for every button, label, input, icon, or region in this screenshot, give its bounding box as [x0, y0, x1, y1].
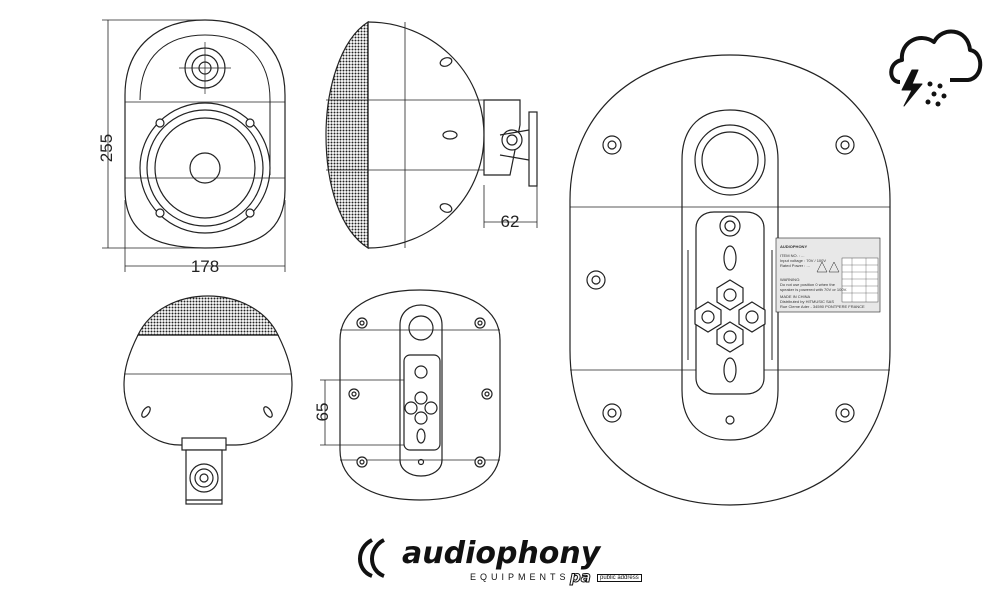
side-view-body — [367, 21, 485, 249]
rear-large-recess — [681, 109, 779, 441]
brand-pa-mark: pa — [570, 568, 592, 587]
brand-pa-subtitle: public address — [597, 574, 642, 582]
side-view — [325, 20, 538, 250]
top-view-bracket — [181, 437, 227, 505]
label-plate-brand: AUDIOPHONY — [780, 244, 807, 249]
rear-large-hexes — [694, 215, 766, 383]
front-view-outline — [124, 19, 286, 249]
side-view-slots — [439, 57, 458, 213]
woofer — [139, 102, 271, 234]
side-view-grille — [325, 20, 369, 250]
rear-small-screws — [348, 317, 493, 468]
height-dimension-label: 255 — [97, 134, 116, 162]
brand-logo-mark — [358, 538, 386, 578]
depth-dimension-label: 62 — [501, 212, 520, 231]
rear-small-outline — [339, 289, 501, 501]
label-plate-line: Distributed by HITMUSIC SAS — [780, 299, 834, 304]
depth-dimension — [483, 185, 538, 228]
rear-small-hexes — [404, 365, 438, 444]
top-view — [123, 295, 293, 505]
rear-view-small — [320, 289, 501, 501]
label-plate-line: speaker is powered with 70V or 100V. — [780, 287, 847, 292]
top-view-body — [123, 334, 293, 446]
label-plate-line: MADE IN CHINA — [780, 294, 811, 299]
tweeter — [179, 42, 231, 94]
brand-logo: audiophony EQUIPMENTS pa public address — [352, 536, 652, 594]
brand-subtitle: EQUIPMENTS — [470, 572, 570, 582]
top-view-slots — [141, 406, 273, 418]
rear-small-recess — [399, 304, 443, 477]
label-plate-line: WARNING: — [780, 277, 800, 282]
front-view-inner-shell — [139, 34, 271, 175]
rear-large-outline — [569, 54, 891, 506]
brand-name: audiophony — [402, 536, 601, 571]
bracket-dimension — [320, 379, 404, 446]
front-view — [102, 19, 286, 272]
front-dimensions — [102, 19, 286, 272]
label-plate-line: ITEM NO. : ... — [780, 253, 804, 258]
label-plate — [775, 237, 881, 313]
label-plate-line: Input voltage : 70V / 100V — [780, 258, 826, 263]
side-view-bracket — [483, 99, 538, 187]
label-plate-line: Rated Power : ... — [780, 263, 810, 268]
rear-view-large — [569, 54, 891, 506]
label-plate-line: Do not use position 0 when the — [780, 282, 836, 287]
bracket-dimension-label: 65 — [313, 403, 332, 422]
top-view-grille — [137, 295, 279, 336]
label-plate-line: Rue Cleme Ader - 34590 PONTPERE FRANCE — [780, 304, 865, 309]
storm-rain-icon — [889, 29, 983, 107]
width-dimension-label: 178 — [191, 257, 219, 276]
